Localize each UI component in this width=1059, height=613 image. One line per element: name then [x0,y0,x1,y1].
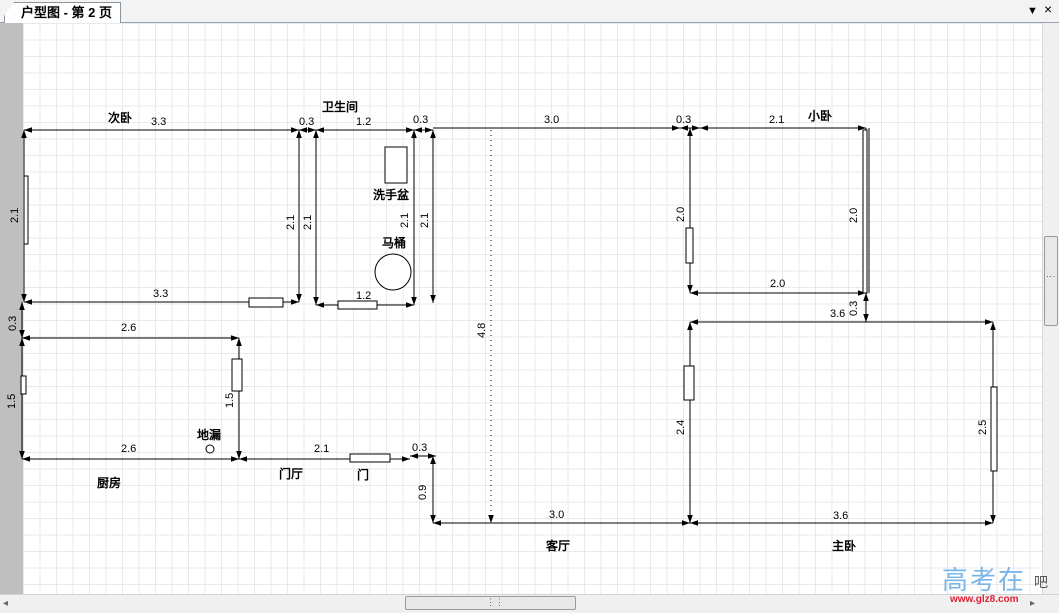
room-label-xiaowo: 小卧 [808,108,832,123]
dim-label: 3.0 [549,509,564,521]
window [23,175,29,245]
tab-bar: 户型图 - 第 2 页 ▼ × [0,0,1059,23]
washbasin [384,146,408,184]
watermark-suffix: 吧 [1034,574,1048,590]
door [349,453,391,463]
window [862,129,868,294]
dim-label: 2.1 [769,114,784,126]
horizontal-scroll-thumb[interactable] [405,596,576,610]
dim-label: 1.2 [356,116,371,128]
fixture-label-dilou: 地漏 [197,427,221,442]
page-tab[interactable]: 户型图 - 第 2 页 [4,2,122,23]
grip-icon: ⋮ [1046,272,1056,281]
room-label-zhuwo: 主卧 [832,538,856,553]
grip-icon: ⋮⋮ [486,597,504,607]
room-label-men: 门 [357,467,369,482]
dim-label: 0.3 [676,114,691,126]
watermark: 高考在 吧 www.glz8.com [942,560,1054,606]
scroll-left-icon[interactable]: ◂ [3,598,9,609]
dim-label: 2.1 [285,215,297,230]
dim-label: 3.0 [544,114,559,126]
dim-label: 0.9 [417,485,429,500]
room-label-weishengjian: 卫生间 [322,99,358,114]
room-label-ciwo: 次卧 [108,110,132,125]
dim-label: 1.5 [224,393,236,408]
floor-drain [205,444,215,454]
fixture-label-matong: 马桶 [382,235,406,250]
vertical-scroll-thumb[interactable] [1044,236,1058,326]
dim-label: 2.1 [9,208,21,223]
room-label-menting: 门厅 [279,466,303,481]
room-label-keting: 客厅 [545,538,570,553]
dim-label: 2.6 [121,322,136,334]
dim-label: 3.3 [153,288,168,300]
dim-label: 2.1 [302,215,314,230]
dim-label: 2.5 [977,420,989,435]
close-icon[interactable]: × [1044,1,1053,17]
toilet [374,253,412,291]
tab-menu-icon[interactable]: ▼ [1027,5,1038,17]
window [337,300,378,310]
fixture-label-xishoupen: 洗手盆 [373,187,410,202]
window [990,386,998,472]
drawing-canvas[interactable] [23,23,1042,594]
dim-label: 2.0 [675,207,687,222]
dim-label: 0.3 [299,116,314,128]
dim-label: 2.1 [399,213,411,228]
window [685,227,694,264]
window [231,358,243,392]
watermark-url: www.glz8.com [950,594,1019,605]
dim-label: 2.1 [314,443,329,455]
watermark-text: 高考在 [942,566,1027,596]
window [683,365,695,401]
dim-label: 3.6 [833,510,848,522]
dim-label: 0.3 [412,442,427,454]
scroll-right-icon[interactable]: ▸ [1030,598,1036,609]
room-label-chufang: 厨房 [97,475,121,490]
dim-label: 0.3 [7,316,19,331]
dim-label: 2.0 [770,278,785,290]
dim-label: 2.0 [848,208,860,223]
dim-label: 1.2 [356,290,371,302]
dim-label: 2.6 [121,443,136,455]
window [20,375,27,395]
dim-label: 3.3 [151,116,166,128]
dim-label: 2.4 [675,420,687,435]
dim-label: 0.3 [848,301,860,316]
dim-label: 0.3 [413,114,428,126]
dim-label: 3.6 [830,308,845,320]
window [248,297,284,308]
dim-label: 4.8 [476,323,488,338]
dim-label: 1.5 [6,394,18,409]
dim-label: 2.1 [419,213,431,228]
